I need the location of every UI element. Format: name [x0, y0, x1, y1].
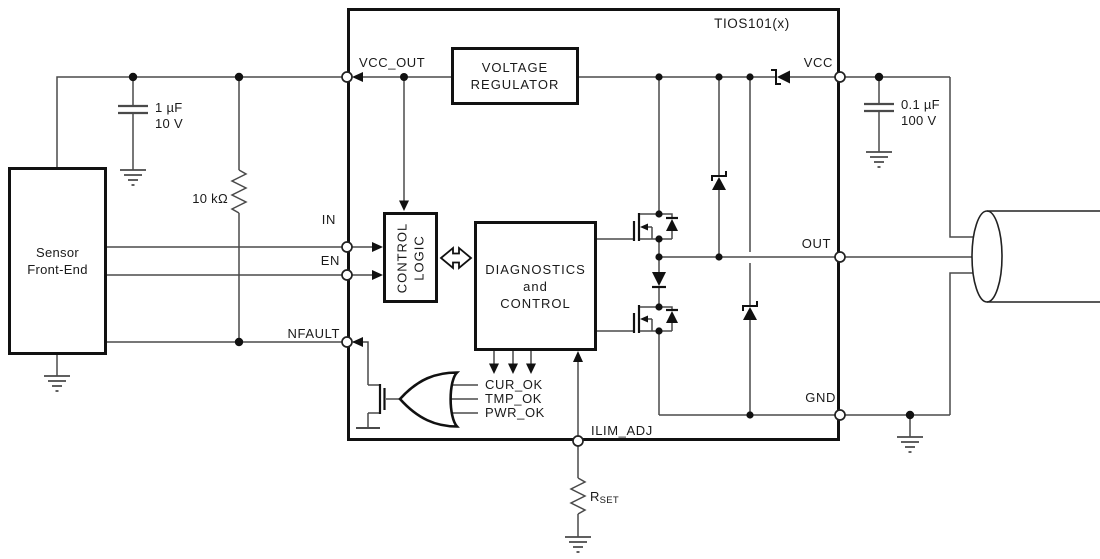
- pin-label-vcc: VCC: [803, 55, 833, 70]
- signal-label-pwr-ok: PWR_OK: [485, 405, 545, 420]
- vcc-reverse-protection-zener-symbol: [771, 69, 790, 85]
- rset-label: RSET: [590, 490, 619, 508]
- diagnostics-control-block: DIAGNOSTICS and CONTROL: [474, 221, 597, 351]
- vcc-to-connector-wire: [845, 76, 974, 238]
- ground-icon: [565, 536, 591, 553]
- or-gate-symbol: [398, 371, 461, 428]
- ilim-adj-pin: [572, 435, 584, 447]
- signal-label-tmp-ok: TMP_OK: [485, 391, 543, 406]
- junction-dot: [746, 411, 754, 419]
- junction-dot: [655, 235, 663, 243]
- connector-ellipse-icon: [971, 210, 1003, 303]
- vcc-out-pin: [341, 71, 353, 83]
- diagnostics-line3: CONTROL: [500, 295, 571, 311]
- ground-icon: [897, 436, 923, 453]
- zener-diode-symbol: [742, 301, 758, 320]
- junction-dot: [715, 253, 723, 261]
- cap2-value: 0.1 µF: [901, 97, 940, 112]
- junction-dot: [234, 337, 244, 347]
- arrow-down-icon: [399, 200, 409, 211]
- junction-dot: [234, 72, 244, 82]
- ground-symbols: [44, 151, 923, 553]
- ground-icon: [44, 375, 70, 392]
- nfault-mosfet-symbol: [378, 384, 386, 414]
- signal-label-cur-ok: CUR_OK: [485, 377, 543, 392]
- capacitor-icon: [864, 102, 894, 113]
- junction-dot: [905, 410, 915, 420]
- junction-dots: [128, 72, 915, 420]
- pin-terminals: [341, 71, 846, 447]
- chip-outline: [347, 8, 840, 441]
- voltage-regulator-line2: REGULATOR: [470, 77, 560, 92]
- arrow-right-icon: [372, 242, 383, 252]
- vcc-pin: [834, 71, 846, 83]
- diagnostics-line2: and: [523, 278, 548, 294]
- control-logic-block: CONTROL LOGIC: [383, 212, 438, 303]
- rset-label-subscript: SET: [599, 495, 619, 506]
- ground-icon: [866, 151, 892, 168]
- arrow-right-icon: [372, 270, 383, 280]
- bidirectional-arrow-icon: [439, 246, 473, 270]
- capacitor-icon: [118, 104, 148, 115]
- rset-label-main: R: [590, 489, 600, 504]
- pullup-resistor-label: 10 kΩ: [192, 191, 228, 206]
- junction-dot: [655, 253, 663, 261]
- pullup-resistor-zigzag: [230, 169, 248, 214]
- sensor-block-line1: Sensor: [35, 245, 79, 260]
- arrow-down-icon: [526, 363, 536, 374]
- pin-label-vcc-out: VCC_OUT: [359, 55, 426, 70]
- junction-dot: [874, 72, 884, 82]
- pin-label-nfault: NFAULT: [287, 326, 340, 341]
- junction-dot: [746, 73, 754, 81]
- cable-lines: [987, 210, 1100, 303]
- pin-label-gnd: GND: [805, 390, 836, 405]
- junction-dot: [128, 72, 138, 82]
- junction-dot: [715, 73, 723, 81]
- junction-dot: [655, 303, 663, 311]
- pin-label-out: OUT: [801, 236, 831, 251]
- pin-label-ilim-adj: ILIM_ADJ: [591, 423, 653, 438]
- pin-label-in: IN: [321, 212, 336, 227]
- high-side-mosfet-symbol: [632, 213, 678, 241]
- zener-diode-symbol: [711, 171, 727, 190]
- sensor-front-end-block: Sensor Front-End: [8, 167, 107, 355]
- low-side-mosfet-symbol: [632, 305, 678, 333]
- voltage-regulator-line1: VOLTAGE: [481, 60, 549, 75]
- en-pin: [341, 269, 353, 281]
- cap2-label: 0.1 µF 100 V: [901, 97, 940, 129]
- cable-connector: [971, 210, 1100, 303]
- chip-title: TIOS101(x): [714, 16, 790, 31]
- out-pin: [834, 251, 846, 263]
- diagnostics-line1: DIAGNOSTICS: [485, 261, 586, 277]
- cap2-rating: 100 V: [901, 113, 937, 128]
- external-wires: [56, 76, 974, 537]
- junction-dot: [655, 327, 663, 335]
- arrow-left-icon: [352, 337, 363, 347]
- arrow-down-icon: [508, 363, 518, 374]
- pin-label-en: EN: [320, 253, 340, 268]
- cap1-label: 1 µF 10 V: [155, 100, 183, 132]
- series-diode-symbol: [652, 272, 666, 289]
- in-pin: [341, 241, 353, 253]
- arrow-down-icon: [489, 363, 499, 374]
- capacitor-symbols: [118, 102, 894, 115]
- nfault-pin: [341, 336, 353, 348]
- sensor-block-line2: Front-End: [27, 262, 88, 277]
- rset-resistor-zigzag: [569, 477, 587, 515]
- arrow-up-icon: [573, 351, 583, 362]
- arrow-left-icon: [352, 72, 363, 82]
- junction-dot: [400, 73, 408, 81]
- vcc-out-rail-wire: [56, 76, 342, 167]
- nfault-fet-wires: [353, 341, 379, 428]
- internal-wires: [352, 76, 836, 436]
- gnd-pin: [834, 409, 846, 421]
- arrowheads: [352, 72, 583, 374]
- junction-dot: [655, 73, 663, 81]
- voltage-regulator-block: VOLTAGE REGULATOR: [451, 47, 579, 105]
- junction-dot: [655, 210, 663, 218]
- ground-icon: [120, 169, 146, 186]
- cap1-value: 1 µF: [155, 100, 183, 115]
- cap1-rating: 10 V: [155, 116, 183, 131]
